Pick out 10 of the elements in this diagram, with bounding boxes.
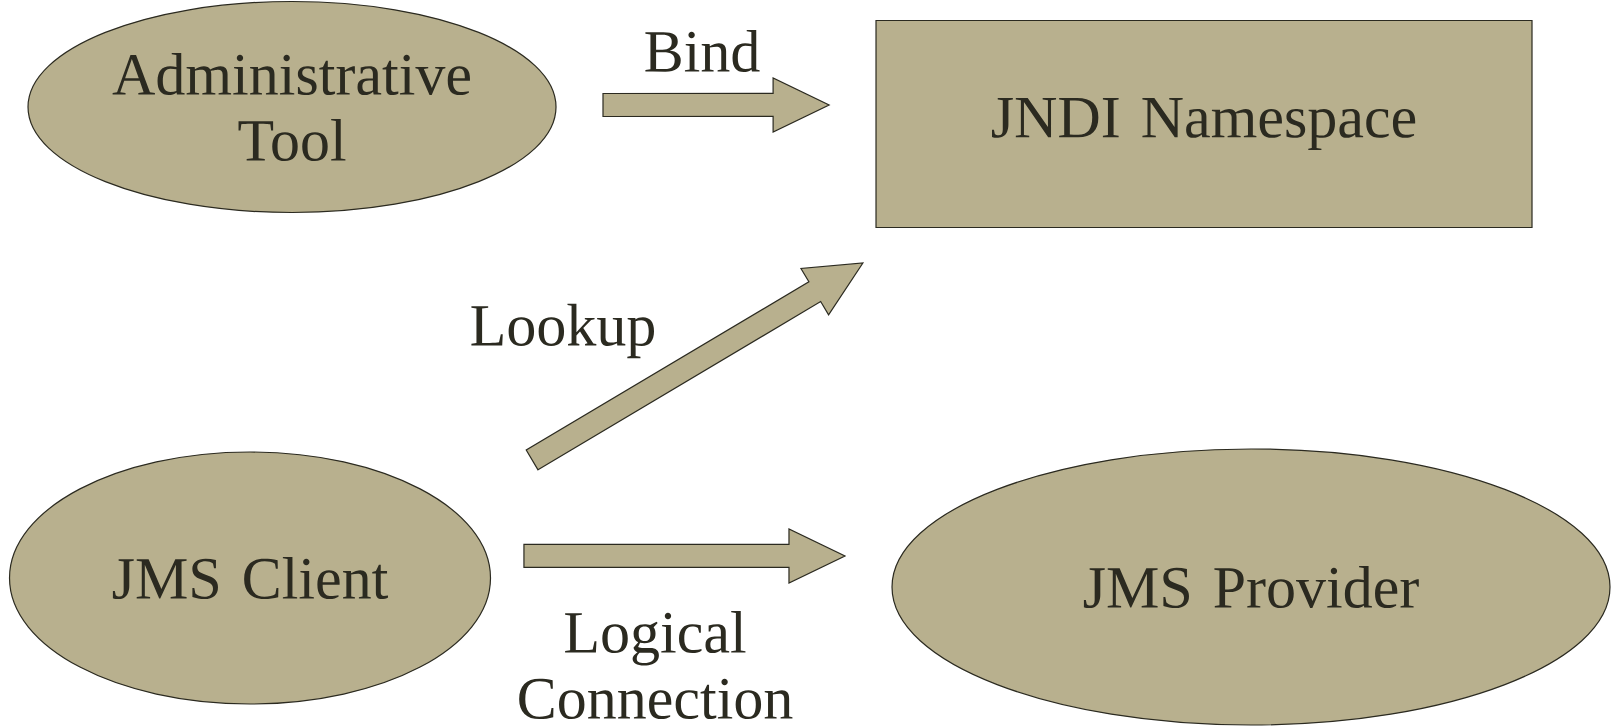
- block-arrow: [525, 262, 865, 471]
- block-arrow: [602, 77, 831, 133]
- edge-label: Logical Connection: [509, 609, 801, 721]
- edge-label: Lookup: [468, 302, 658, 360]
- ellipse-node: Administrative Tool: [27, 0, 557, 214]
- box-node: JNDI Namespace: [875, 19, 1533, 229]
- ellipse-node: JMS Client: [8, 451, 492, 705]
- block-arrow: [523, 528, 847, 584]
- edge-label: Bind: [642, 28, 762, 74]
- ellipse-node: JMS Provider: [891, 448, 1611, 726]
